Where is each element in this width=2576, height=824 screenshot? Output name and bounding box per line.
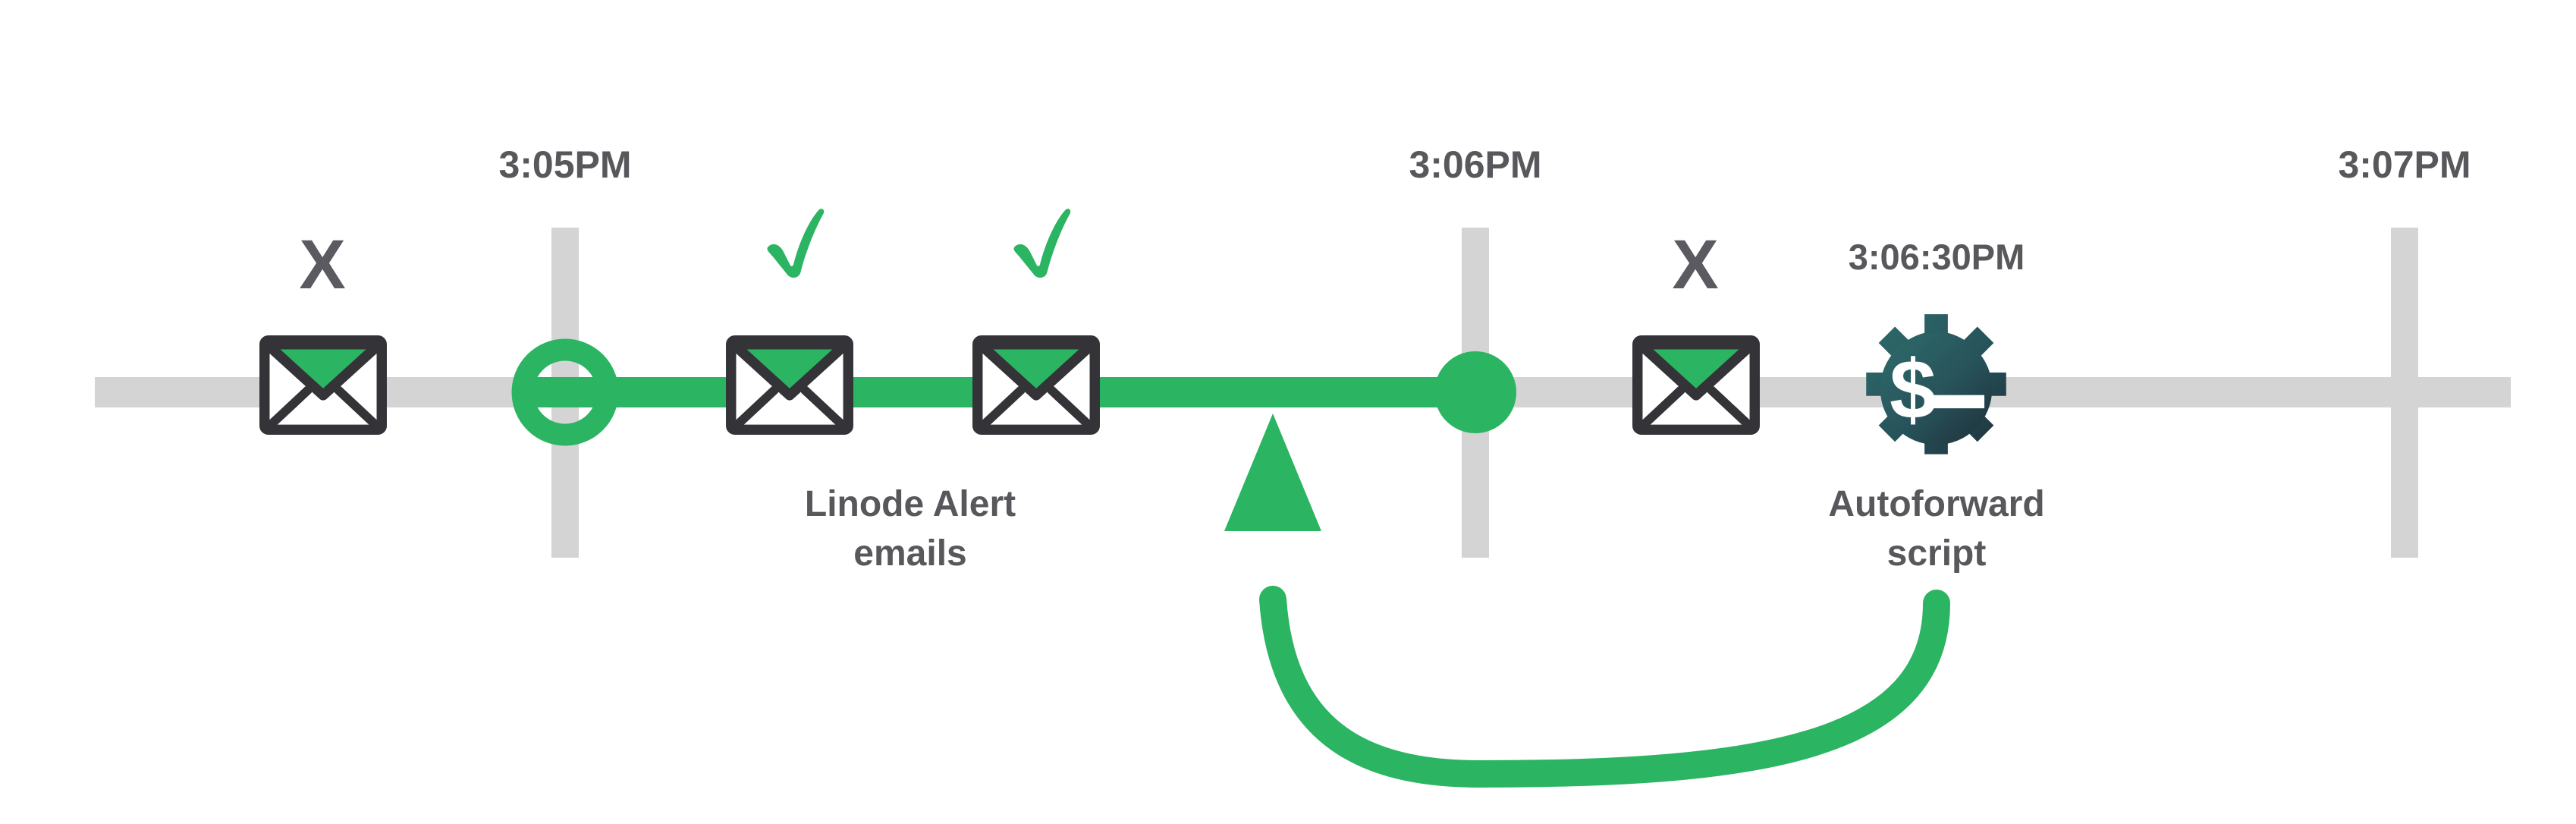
check-mark-icon — [767, 209, 825, 278]
marker-ring-305[interactable] — [511, 338, 619, 446]
event-email-3[interactable] — [978, 209, 1095, 429]
marker-dot-306[interactable] — [1434, 351, 1516, 433]
x-mark-icon: X — [299, 226, 345, 303]
autoforward-label-line1: Autoforward — [1828, 484, 2044, 524]
event-email-4[interactable]: X — [1638, 226, 1755, 429]
event-email-2[interactable] — [731, 209, 849, 429]
envelope-icon — [978, 341, 1095, 430]
event-autoforward-script[interactable]: 3:06:30PM Autoforward script — [1828, 237, 2044, 574]
envelope-icon — [1638, 341, 1755, 430]
linode-alert-label-line2: emails — [853, 533, 966, 574]
tick-label-307: 3:07PM — [2338, 143, 2471, 186]
check-mark-icon — [1013, 209, 1071, 278]
tick-label-306: 3:06PM — [1409, 143, 1541, 186]
envelope-icon — [265, 341, 382, 430]
feedback-arrow-curve — [1259, 586, 1950, 788]
tick-label-305: 3:05PM — [498, 143, 631, 186]
gear-dollar-icon — [1866, 314, 2006, 454]
axis-tick-labels: 3:05PM 3:06PM 3:07PM — [498, 143, 2471, 186]
linode-alert-label: Linode Alert emails — [805, 484, 1016, 574]
event-email-1[interactable]: X — [265, 226, 382, 429]
dot-solid-circle — [1434, 351, 1516, 433]
ring-outer-circle — [511, 338, 619, 446]
feedback-arrow-head — [1224, 414, 1321, 531]
x-mark-icon: X — [1672, 226, 1718, 303]
feedback-arrow — [1224, 414, 1950, 788]
tick-mark-307 — [2391, 228, 2418, 558]
autoforward-time-label: 3:06:30PM — [1849, 237, 2025, 277]
linode-alert-label-line1: Linode Alert — [805, 484, 1016, 524]
autoforward-label-line2: script — [1887, 533, 1987, 574]
envelope-icon — [731, 341, 849, 430]
